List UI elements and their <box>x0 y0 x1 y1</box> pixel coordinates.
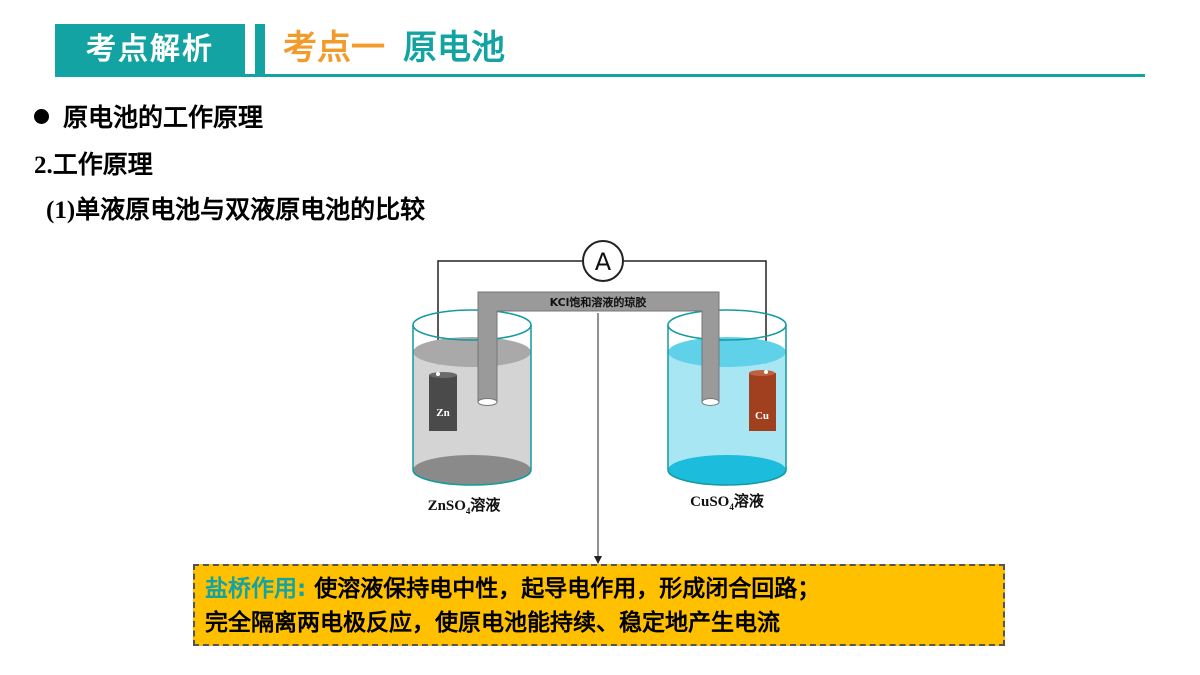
salt-bridge-label: KCl饱和溶液的琼胶 <box>550 295 647 309</box>
cuso4-formula: CuSO <box>690 494 729 510</box>
subheading-2-text: 工作原理 <box>52 150 153 179</box>
subheading-1: (1)单液原电池与双液原电池的比较 <box>46 190 425 226</box>
znso4-label: ZnSO4溶液 <box>428 496 502 516</box>
header-divider <box>255 24 265 76</box>
salt-bridge-callout: 盐桥作用: 使溶液保持电中性，起导电作用，形成闭合回路； 完全隔离两电极反应，使… <box>193 564 1005 646</box>
subheading-1-number: (1) <box>46 197 76 224</box>
cuso4-label: CuSO4溶液 <box>690 492 765 512</box>
copper-electrode <box>749 370 776 431</box>
callout-label: 盐桥作用: <box>205 576 307 602</box>
zinc-electrode <box>429 372 457 431</box>
subheading-2: 2.工作原理 <box>34 145 153 181</box>
callout-line-1: 盐桥作用: 使溶液保持电中性，起导电作用，形成闭合回路； <box>205 572 993 606</box>
heading-bullet-line: 原电池的工作原理 <box>34 98 263 134</box>
znso4-formula: ZnSO <box>428 498 466 514</box>
header-rule <box>55 74 1145 77</box>
callout-text-2: 完全隔离两电极反应，使原电池能持续、稳定地产生电流 <box>205 610 780 636</box>
ammeter-label: A <box>595 248 612 276</box>
zinc-label: Zn <box>436 407 449 419</box>
title-topic-number: 考点一 <box>283 28 385 68</box>
title-topic-name: 原电池 <box>403 28 505 68</box>
cuso4-subscript: 4 <box>729 502 734 512</box>
ammeter <box>582 240 624 282</box>
section-tag: 考点解析 <box>55 24 245 76</box>
bullet-icon <box>34 108 49 124</box>
heading-text: 原电池的工作原理 <box>63 103 264 132</box>
subheading-2-number: 2. <box>34 152 53 179</box>
subheading-1-text: 单液原电池与双液原电池的比较 <box>75 195 426 224</box>
page-title: 考点一原电池 <box>283 22 505 74</box>
copper-label: Cu <box>755 410 769 422</box>
znso4-solution-word: 溶液 <box>470 496 501 514</box>
znso4-subscript: 4 <box>466 506 471 516</box>
pointer-arrowhead <box>594 556 602 564</box>
cuso4-solution-word: 溶液 <box>734 492 765 510</box>
callout-text-1: 使溶液保持电中性，起导电作用，形成闭合回路； <box>314 576 821 602</box>
